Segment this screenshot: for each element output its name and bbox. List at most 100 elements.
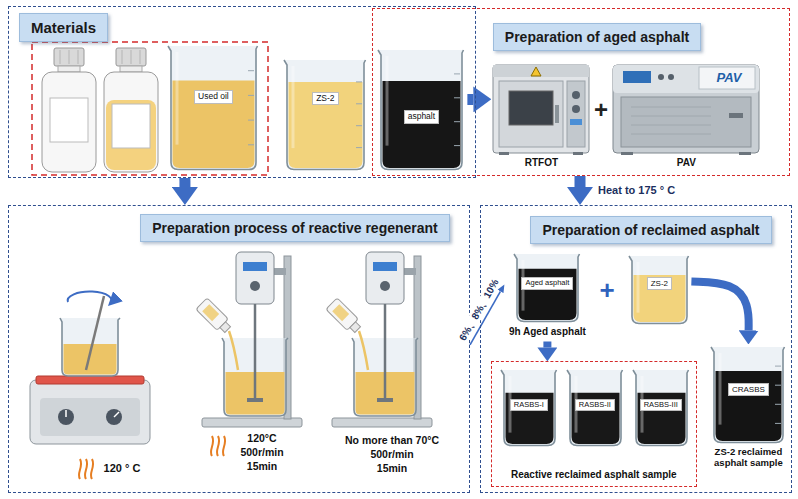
modifier-beaker: ZS-2	[281, 57, 369, 171]
reagent-bottle	[104, 48, 158, 172]
graduation-mark	[356, 126, 362, 127]
oven-body	[493, 65, 589, 153]
reagent-bottle	[104, 72, 158, 172]
graduation-mark	[454, 98, 460, 99]
reagent-bottle	[42, 72, 96, 172]
beaker-liquid	[519, 269, 577, 320]
vent-line	[631, 107, 711, 108]
graduation-mark	[454, 74, 460, 75]
graduation-mark	[356, 82, 362, 83]
display	[623, 71, 651, 83]
hot-plate	[30, 376, 150, 444]
beaker-outline	[514, 254, 580, 322]
display	[570, 119, 582, 125]
beaker-outline	[567, 370, 623, 446]
dial	[572, 91, 580, 99]
stage-panel: Preparation of aged asphaltRTFOT PAV	[372, 8, 790, 176]
beaker-label: Used oil	[194, 90, 233, 104]
heat-symbol	[79, 459, 93, 479]
reagent-bottle	[131, 50, 132, 64]
hot-plate	[30, 380, 150, 444]
flow-arrow	[467, 94, 473, 105]
beaker-glass	[633, 370, 689, 446]
door-handle	[555, 105, 559, 123]
reagent-bottle	[42, 48, 96, 172]
warning-sign	[531, 67, 541, 76]
beaker-drawing	[167, 43, 259, 171]
reagent-bottle	[60, 50, 61, 64]
vessel-body	[613, 65, 759, 153]
reagent-bottle	[78, 50, 79, 64]
heat-symbol	[223, 436, 225, 456]
hot-plate	[58, 409, 74, 425]
foot	[499, 152, 509, 155]
vessel-door	[621, 97, 751, 147]
beaker-label: CRASBS	[728, 383, 769, 396]
beaker-label: Aged asphalt	[521, 277, 573, 290]
panel-heading: Preparation of aged asphalt	[493, 23, 701, 51]
door-handle	[729, 113, 743, 118]
flow-arrow	[691, 281, 748, 330]
modifier-beaker: ZS-2	[627, 253, 691, 325]
oven-window	[509, 91, 553, 125]
panel-heading: Materials	[19, 13, 108, 42]
heat-symbol	[91, 459, 93, 479]
dial	[572, 105, 580, 113]
beaker-liquid	[571, 392, 619, 443]
overhead-stirrer	[220, 322, 231, 333]
edge-label: 6%、8%、10%	[456, 276, 502, 345]
beaker-liquid	[637, 392, 685, 443]
beaker-glass	[514, 254, 580, 322]
hotplate-beaker	[60, 318, 120, 376]
flow-arrow	[543, 341, 551, 347]
beaker-liquid	[383, 81, 461, 168]
panel-heading: Preparation process of reactive regenera…	[140, 214, 450, 242]
beaker-outline	[633, 370, 689, 446]
heat-symbol	[211, 436, 213, 456]
flow-arrow	[574, 176, 585, 187]
vent-line	[631, 116, 711, 117]
hotplate-beaker	[86, 296, 104, 370]
process-condition: 15min	[377, 462, 407, 474]
equipment-label: RTFOT	[525, 157, 558, 169]
group-caption: Reactive reclaimed asphalt sample	[511, 469, 677, 481]
button	[658, 74, 664, 80]
beaker-glass	[168, 46, 258, 170]
graduation-mark	[775, 404, 781, 405]
equipment-drawing	[491, 61, 591, 155]
beaker-glass	[501, 370, 557, 446]
reagent-bottle	[58, 66, 80, 72]
process-condition: 500r/min	[240, 446, 283, 458]
stir-arrow	[68, 292, 112, 304]
control-panel	[567, 81, 585, 147]
beaker-drawing	[283, 57, 367, 171]
beaker-liquid	[634, 275, 686, 322]
reagent-bottle	[69, 50, 70, 64]
beaker-outline	[711, 347, 785, 443]
beaker-outline	[378, 50, 464, 170]
sample-beaker: RASBS-I	[499, 367, 559, 447]
glass-highlight	[386, 56, 389, 146]
beaker-glass	[284, 60, 366, 170]
graduation-mark	[356, 147, 362, 148]
beaker-label: ZS-2	[312, 92, 338, 106]
oil-beaker: Used oil	[165, 43, 261, 171]
graduation-mark	[775, 385, 781, 386]
overhead-stirrer	[196, 252, 302, 427]
stage-panel: MaterialsUsed oilZS-2asphalt	[8, 6, 476, 178]
overhead-stirrer	[250, 281, 260, 291]
hot-plate	[114, 412, 119, 417]
reagent-bottle	[106, 100, 156, 170]
reagent-bottle	[54, 48, 84, 66]
hot-plate	[36, 376, 144, 384]
beaker-liquid	[289, 82, 363, 168]
panel-heading: Preparation of reclaimed asphalt	[530, 216, 771, 244]
rtfot-oven: RTFOT	[491, 61, 591, 171]
process-condition: 15min	[247, 460, 277, 472]
graduation-mark	[775, 366, 781, 367]
graduation-mark	[356, 104, 362, 105]
equipment-logo: PAV	[717, 71, 742, 86]
sample-group: Reactive reclaimed asphalt sample RASBS-I…	[491, 361, 697, 487]
